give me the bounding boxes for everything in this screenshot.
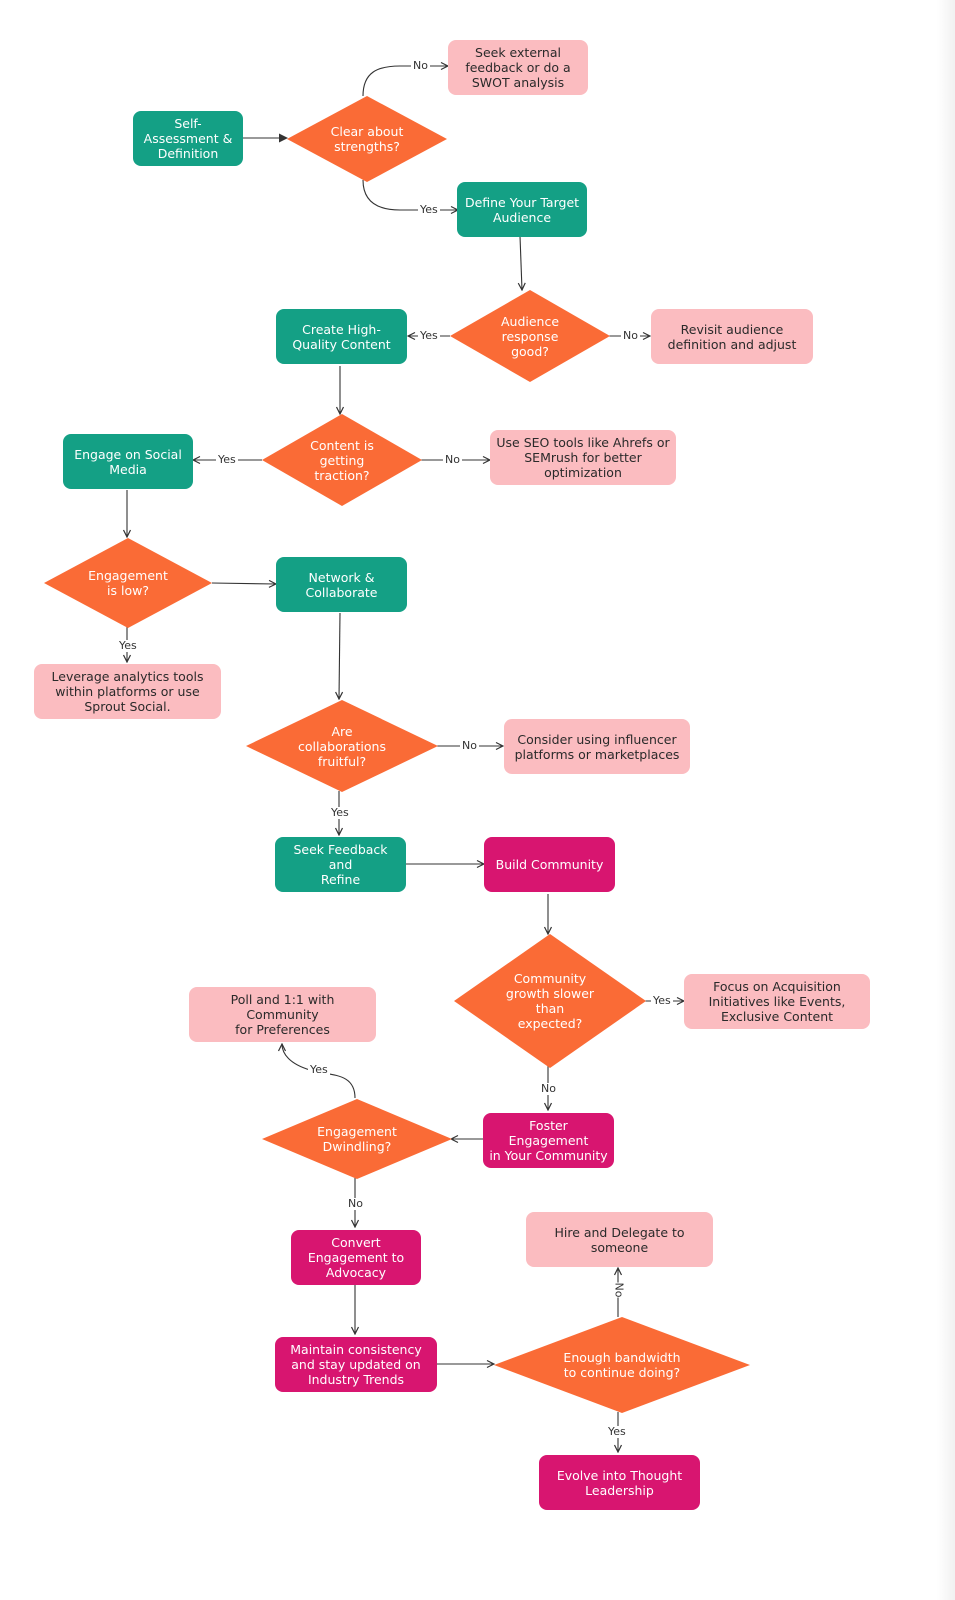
decision-engagement-low[interactable]: Engagement is low? [44,538,212,628]
label-dwindling-yes: Yes [308,1063,330,1076]
node-seek-external-feedback[interactable]: Seek external feedback or do a SWOT anal… [448,40,588,95]
node-maintain-consistency[interactable]: Maintain consistency and stay updated on… [275,1337,437,1392]
node-foster-engagement[interactable]: Foster Engagement in Your Community [483,1113,614,1168]
label-growth-no: No [539,1082,558,1095]
node-define-target-audience[interactable]: Define Your Target Audience [457,182,587,237]
page-edge-shade [937,0,955,1600]
node-create-content[interactable]: Create High- Quality Content [276,309,407,364]
label-collab-no: No [460,739,479,752]
decision-label: Enough bandwidth to continue doing? [563,1350,681,1380]
decision-clear-strengths[interactable]: Clear about strengths? [287,96,447,182]
decision-community-growth[interactable]: Community growth slower than expected? [454,934,646,1068]
node-revisit-audience[interactable]: Revisit audience definition and adjust [651,309,813,364]
node-build-community[interactable]: Build Community [484,837,615,892]
decision-content-traction[interactable]: Content is getting traction? [262,414,422,506]
node-thought-leadership[interactable]: Evolve into Thought Leadership [539,1455,700,1510]
label-collab-yes: Yes [329,806,351,819]
decision-label: Audience response good? [500,313,560,359]
node-network-collaborate[interactable]: Network & Collaborate [276,557,407,612]
arrow-engagement-to-network [211,583,276,584]
node-self-assessment[interactable]: Self- Assessment & Definition [133,111,243,166]
label-growth-yes: Yes [651,994,673,1007]
label-strengths-yes: Yes [418,203,440,216]
arrow-network-to-collab [339,612,340,699]
arrow-define-to-audience [520,235,522,290]
node-influencer-platforms[interactable]: Consider using influencer platforms or m… [504,719,690,774]
node-seo-tools[interactable]: Use SEO tools like Ahrefs or SEMrush for… [490,430,676,485]
decision-label: Engagement is low? [88,568,168,598]
node-hire-delegate[interactable]: Hire and Delegate to someone [526,1212,713,1267]
label-strengths-no: No [411,59,430,72]
label-traction-yes: Yes [216,453,238,466]
arrow-strengths-no [362,66,448,97]
node-poll-community[interactable]: Poll and 1:1 with Community for Preferen… [189,987,376,1042]
label-dwindling-no: No [346,1197,365,1210]
decision-collab-fruitful[interactable]: Are collaborations fruitful? [246,700,438,792]
node-engage-social-media[interactable]: Engage on Social Media [63,434,193,489]
decision-label: Content is getting traction? [310,437,374,483]
node-seek-feedback[interactable]: Seek Feedback and Refine [275,837,406,892]
decision-label: Clear about strengths? [330,124,404,154]
node-convert-advocacy[interactable]: Convert Engagement to Advocacy [291,1230,421,1285]
label-audience-yes: Yes [418,329,440,342]
decision-engagement-dwindling[interactable]: Engagement Dwindling? [262,1099,452,1179]
label-audience-no: No [621,329,640,342]
label-engagement-yes: Yes [117,639,139,652]
node-focus-acquisition[interactable]: Focus on Acquisition Initiatives like Ev… [684,974,870,1029]
arrow-strengths-yes [362,179,458,210]
label-bandwidth-no: No [612,1282,626,1298]
decision-label: Community growth slower than expected? [505,971,595,1031]
decision-label: Engagement Dwindling? [317,1124,397,1154]
decision-enough-bandwidth[interactable]: Enough bandwidth to continue doing? [494,1317,750,1413]
node-leverage-analytics[interactable]: Leverage analytics tools within platform… [34,664,221,719]
label-bandwidth-yes: Yes [606,1425,628,1438]
decision-label: Are collaborations fruitful? [298,723,386,769]
decision-audience-response[interactable]: Audience response good? [450,290,610,382]
label-traction-no: No [443,453,462,466]
